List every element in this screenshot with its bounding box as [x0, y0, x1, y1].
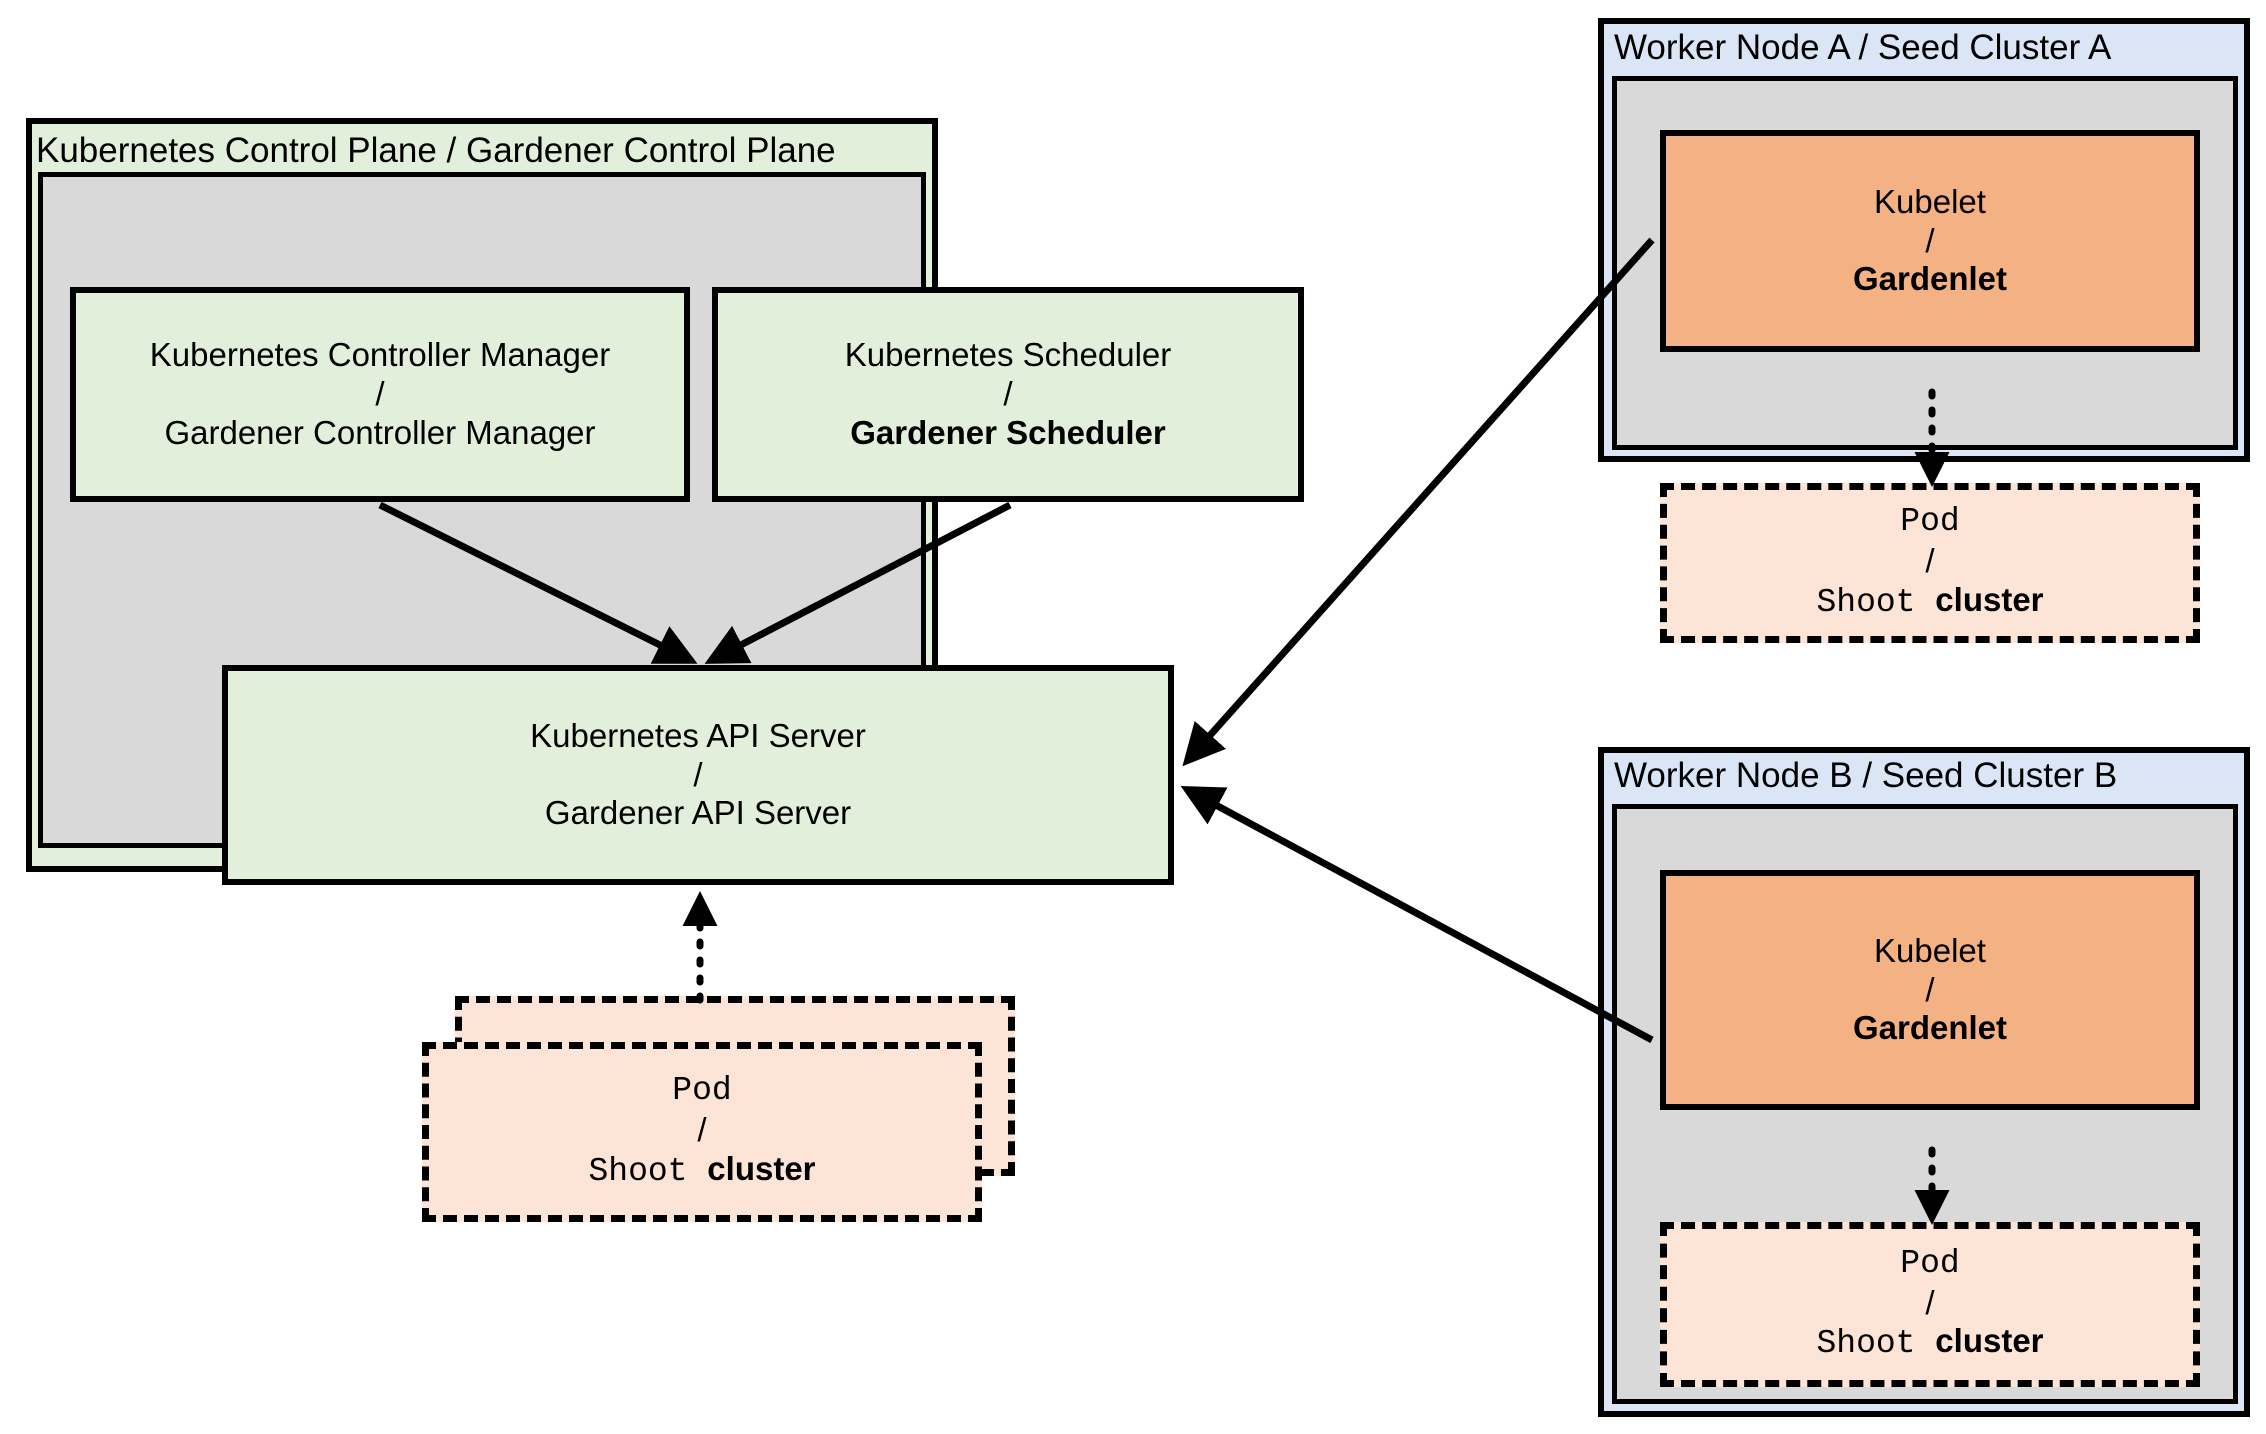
pod-a-line2-suffix: cluster — [1935, 580, 2044, 618]
scheduler-line1: Kubernetes Scheduler — [844, 336, 1172, 374]
scheduler-separator: / — [1003, 375, 1013, 413]
pod-b-line1: Pod — [1900, 1244, 1960, 1282]
pod-b-line2-suffix: cluster — [1935, 1322, 2044, 1360]
kubernetes-scheduler-box[interactable]: Kubernetes Scheduler / Gardener Schedule… — [712, 287, 1304, 502]
api-server-line2: Gardener API Server — [544, 794, 852, 832]
kubernetes-api-server-box[interactable]: Kubernetes API Server / Gardener API Ser… — [222, 665, 1174, 885]
controller-manager-line1: Kubernetes Controller Manager — [149, 336, 611, 374]
kubelet-a-line1: Kubelet — [1874, 182, 1986, 220]
api-server-separator: / — [693, 755, 703, 793]
control-plane-pod-separator: / — [697, 1111, 707, 1149]
kubelet-gardenlet-a-box[interactable]: Kubelet / Gardenlet — [1660, 130, 2200, 352]
api-server-line1: Kubernetes API Server — [530, 716, 866, 754]
kubelet-b-line1: Kubelet — [1874, 931, 1986, 969]
control-plane-pod-line2-prefix: Shoot — [588, 1152, 708, 1190]
scheduler-line2: Gardener Scheduler — [850, 413, 1166, 451]
control-plane-pod-line2: Shoot cluster — [588, 1150, 815, 1192]
kubelet-a-line2: Gardenlet — [1852, 260, 2008, 298]
worker-node-b-pod-box[interactable]: Pod / Shoot cluster — [1660, 1222, 2200, 1387]
pod-a-line2: Shoot cluster — [1816, 581, 2043, 623]
worker-node-b-title: Worker Node B / Seed Cluster B — [1614, 756, 2118, 795]
kubernetes-controller-manager-box[interactable]: Kubernetes Controller Manager / Gardener… — [70, 287, 690, 502]
pod-a-line2-prefix: Shoot — [1816, 583, 1936, 621]
worker-node-a-pod-box[interactable]: Pod / Shoot cluster — [1660, 483, 2200, 643]
arrow-gardenlet-b-to-api-server — [1180, 786, 1654, 1044]
pod-b-line2: Shoot cluster — [1816, 1322, 2043, 1364]
pod-a-separator: / — [1925, 542, 1935, 580]
kubelet-gardenlet-b-box[interactable]: Kubelet / Gardenlet — [1660, 870, 2200, 1110]
control-plane-pod-line2-suffix: cluster — [707, 1149, 816, 1187]
pod-b-separator: / — [1925, 1283, 1935, 1321]
control-plane-pod-box[interactable]: Pod / Shoot cluster — [422, 1042, 982, 1222]
pod-b-line2-prefix: Shoot — [1816, 1325, 1936, 1363]
kubelet-b-line2: Gardenlet — [1852, 1009, 2008, 1047]
worker-node-a-title: Worker Node A / Seed Cluster A — [1614, 28, 2112, 67]
control-plane-title: Kubernetes Control Plane / Gardener Cont… — [36, 131, 836, 170]
controller-manager-line2: Gardener Controller Manager — [164, 413, 596, 451]
controller-manager-separator: / — [375, 375, 385, 413]
pod-a-line1: Pod — [1900, 503, 1960, 541]
kubelet-b-separator: / — [1925, 970, 1935, 1008]
control-plane-pod-line1: Pod — [672, 1072, 732, 1110]
kubelet-a-separator: / — [1925, 221, 1935, 259]
